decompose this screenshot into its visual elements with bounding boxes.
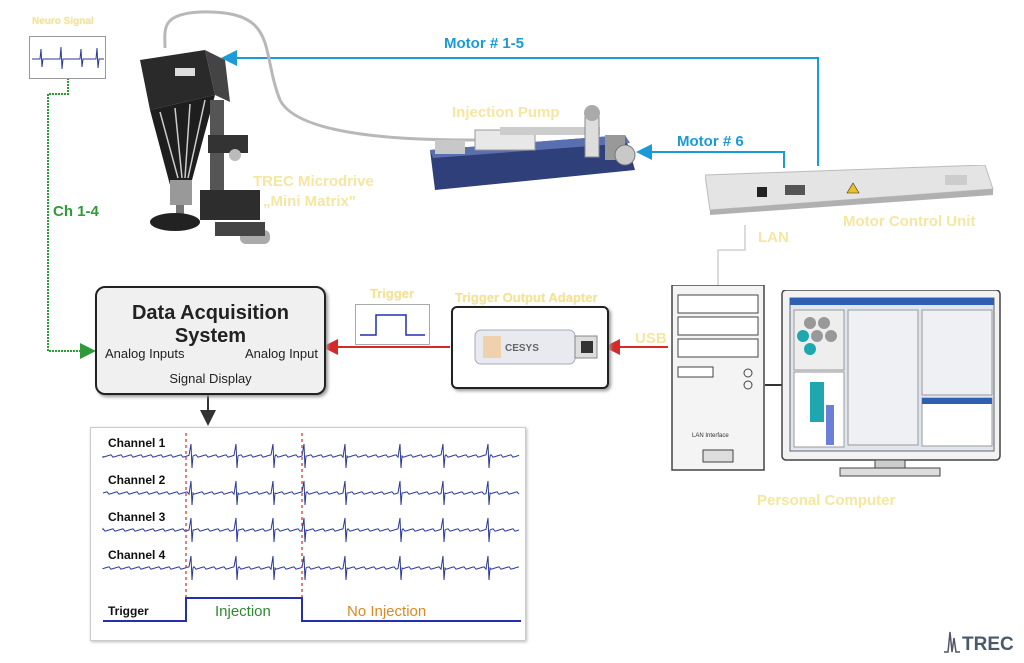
personal-computer-label: Personal Computer [757,492,896,509]
monitor-illustration [781,290,1001,477]
trec-logo: TREC [942,628,1014,656]
motor-1-5-label: Motor # 1-5 [444,35,525,52]
ch-1-4-label: Ch 1-4 [53,203,99,220]
channel-3-trace [102,517,520,543]
daq-title: Data Acquisition System [131,302,290,347]
lan-interface-label: LAN Interface [692,433,729,439]
ch-1-4-connection [47,78,96,359]
svg-text:TREC: TREC [962,634,1014,655]
signal-traces [102,433,521,622]
daq-analog-inputs: Analog Inputs [105,346,185,361]
daq-analog-input: Analog Input [244,346,318,361]
signal-display-panel: Channel 1 Channel 2 Channel 3 Channel 4 … [90,427,526,641]
trigger-trace [103,597,521,622]
channel-4-label: Channel 4 [108,548,166,562]
no-injection-label: No Injection [347,603,427,620]
trigger-output-adapter-label: Trigger Output Adapter [455,290,598,305]
trigger-label: Trigger [370,286,415,301]
motor-1-5-connection [221,50,819,166]
usb-label: USB [635,330,667,347]
microdrive-label-1: TREC Microdrive [253,173,374,190]
motor-6-connection [636,144,785,168]
channel-2-trace [102,480,520,506]
trigger-output-adapter: CESYS [451,306,609,389]
motor-control-unit-illustration [705,165,994,215]
channel-4-trace [102,555,520,581]
microdrive-label-2: „Mini Matrix" [263,193,356,210]
cesys-text: CESYS [505,343,539,354]
lan-connection [717,225,746,285]
channel-1-label: Channel 1 [108,436,166,450]
channel-2-label: Channel 2 [108,473,166,487]
injection-pump-label: Injection Pump [452,104,560,121]
channel-1-trace [102,443,520,469]
injection-pump-illustration [430,105,636,190]
microdrive-illustration [140,50,270,244]
motor-6-label: Motor # 6 [677,133,744,150]
lan-label: LAN [758,229,789,246]
trigger-waveform [355,304,430,345]
data-acquisition-system: Data Acquisition System Analog Inputs An… [95,286,326,395]
trigger-trace-label: Trigger [108,604,149,618]
injection-label: Injection [215,603,271,620]
channel-3-label: Channel 3 [108,510,166,524]
neuro-signal-label: Neuro Signal [32,16,94,27]
daq-signal-display: Signal Display [169,371,252,386]
motor-control-unit-label: Motor Control Unit [843,213,976,230]
tubing [163,10,481,142]
neuro-signal-thumbnail [29,36,106,79]
pc-tower-illustration [671,285,765,471]
